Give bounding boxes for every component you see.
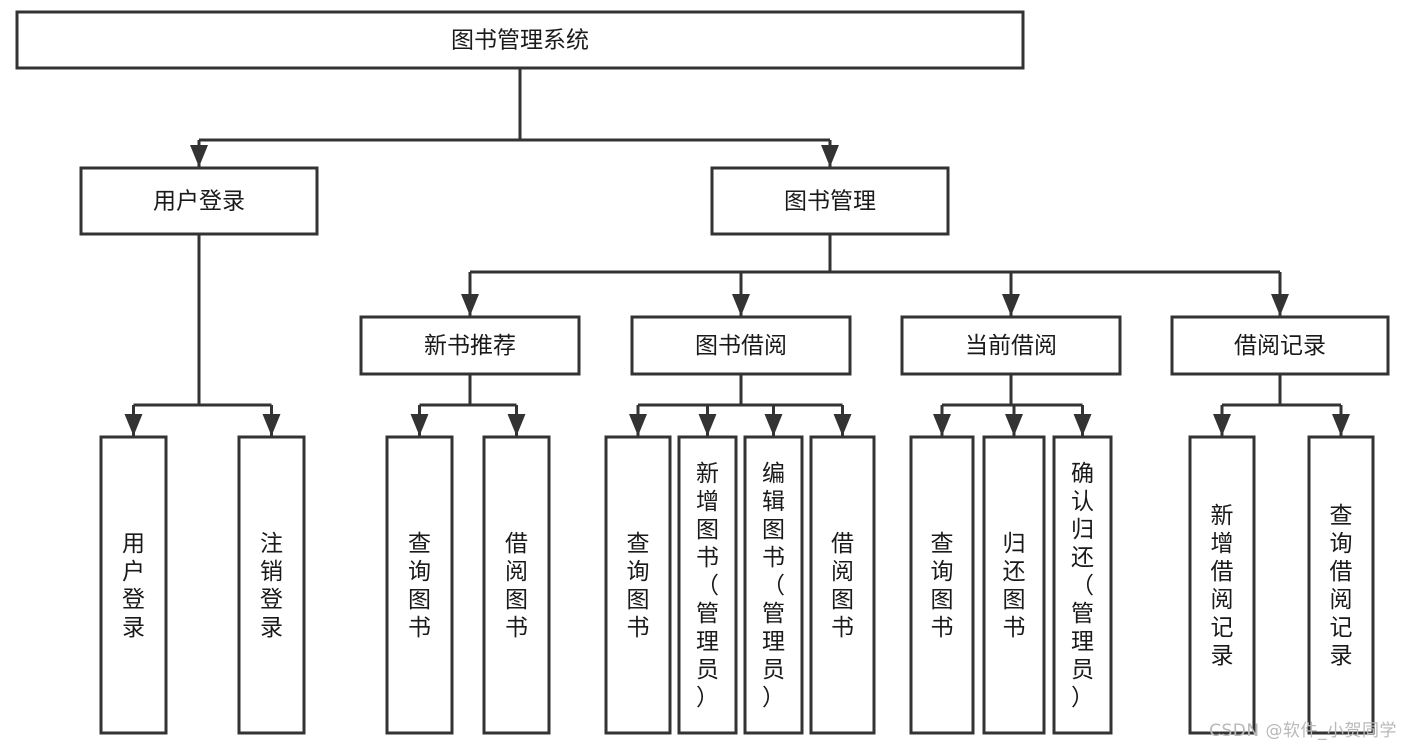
arrow-head-icon bbox=[1271, 294, 1289, 316]
node-leaf-12[interactable]: 查询借阅记录 bbox=[1307, 435, 1375, 735]
node-box[interactable] bbox=[900, 315, 1122, 376]
arrow-head-icon bbox=[732, 294, 750, 316]
node-label: 用户登录 bbox=[122, 531, 145, 641]
arrow-head-icon bbox=[410, 414, 429, 436]
arrow-head-icon bbox=[1213, 414, 1231, 436]
node-label: 查询图书 bbox=[408, 531, 431, 641]
node-leaf-4[interactable]: 查询图书 bbox=[604, 435, 672, 735]
node-level2-2[interactable]: 当前借阅 bbox=[900, 315, 1122, 376]
csdn-watermark: CSDN @软件_小贺同学 bbox=[1209, 721, 1397, 741]
arrow-head-icon bbox=[124, 414, 143, 436]
node-label: 用户登录 bbox=[153, 189, 245, 215]
node-box[interactable] bbox=[909, 435, 975, 735]
node-box[interactable] bbox=[385, 435, 454, 735]
node-box[interactable] bbox=[982, 435, 1046, 735]
node-label: 编辑图书（管理员） bbox=[762, 461, 785, 711]
node-leaf-9[interactable]: 归还图书 bbox=[982, 435, 1046, 735]
node-leaf-6[interactable]: 编辑图书（管理员） bbox=[743, 435, 804, 735]
node-box[interactable] bbox=[79, 166, 319, 236]
node-leaf-7[interactable]: 借阅图书 bbox=[809, 435, 876, 735]
node-label: 确认归还（管理员） bbox=[1071, 461, 1094, 711]
node-leaf-1[interactable]: 注销登录 bbox=[237, 435, 306, 735]
node-box[interactable] bbox=[1170, 315, 1390, 376]
node-box[interactable] bbox=[1052, 435, 1113, 735]
node-leaf-8[interactable]: 查询图书 bbox=[909, 435, 975, 735]
node-layer: 图书管理系统用户登录图书管理新书推荐图书借阅当前借阅借阅记录用户登录注销登录查询… bbox=[15, 10, 1390, 735]
node-root-system[interactable]: 图书管理系统 bbox=[15, 10, 1025, 70]
node-label: 借阅记录 bbox=[1234, 333, 1326, 359]
arrow-head-icon bbox=[1332, 414, 1350, 436]
arrow-head-icon bbox=[262, 414, 281, 436]
node-label: 注销登录 bbox=[260, 531, 283, 641]
node-label: 查询图书 bbox=[627, 531, 650, 641]
node-box[interactable] bbox=[1307, 435, 1375, 735]
arrow-head-icon bbox=[833, 414, 852, 436]
node-box[interactable] bbox=[710, 166, 950, 236]
node-label: 查询图书 bbox=[931, 531, 954, 641]
node-level1-0[interactable]: 用户登录 bbox=[79, 166, 319, 236]
node-box[interactable] bbox=[359, 315, 581, 376]
node-level2-1[interactable]: 图书借阅 bbox=[630, 315, 852, 376]
node-leaf-5[interactable]: 新增图书（管理员） bbox=[677, 435, 738, 735]
arrow-head-icon bbox=[821, 145, 839, 167]
connector-layer bbox=[124, 68, 1350, 436]
arrow-head-icon bbox=[1002, 294, 1020, 316]
node-box[interactable] bbox=[15, 10, 1025, 70]
node-leaf-0[interactable]: 用户登录 bbox=[99, 435, 168, 735]
node-label: 新增借阅记录 bbox=[1211, 503, 1234, 669]
node-box[interactable] bbox=[482, 435, 551, 735]
node-label: 图书管理系统 bbox=[451, 28, 589, 54]
node-label: 查询借阅记录 bbox=[1330, 503, 1353, 669]
arrow-head-icon bbox=[933, 414, 951, 436]
node-box[interactable] bbox=[237, 435, 306, 735]
arrow-head-icon bbox=[629, 414, 647, 436]
arrow-head-icon bbox=[698, 414, 717, 436]
node-level2-3[interactable]: 借阅记录 bbox=[1170, 315, 1390, 376]
node-box[interactable] bbox=[809, 435, 876, 735]
node-label: 归还图书 bbox=[1003, 531, 1026, 641]
node-box[interactable] bbox=[743, 435, 804, 735]
node-box[interactable] bbox=[677, 435, 738, 735]
node-level1-1[interactable]: 图书管理 bbox=[710, 166, 950, 236]
node-leaf-10[interactable]: 确认归还（管理员） bbox=[1052, 435, 1113, 735]
node-leaf-3[interactable]: 借阅图书 bbox=[482, 435, 551, 735]
node-label: 当前借阅 bbox=[965, 333, 1057, 359]
arrow-head-icon bbox=[461, 294, 479, 316]
arrow-head-icon bbox=[507, 414, 526, 436]
arrow-head-icon bbox=[764, 414, 783, 436]
node-level2-0[interactable]: 新书推荐 bbox=[359, 315, 581, 376]
node-label: 借阅图书 bbox=[505, 531, 528, 641]
arrow-head-icon bbox=[190, 145, 208, 167]
node-box[interactable] bbox=[630, 315, 852, 376]
node-label: 图书借阅 bbox=[695, 333, 787, 359]
node-label: 新增图书（管理员） bbox=[696, 461, 719, 711]
node-label: 借阅图书 bbox=[831, 531, 854, 641]
node-label: 图书管理 bbox=[784, 189, 876, 215]
arrow-head-icon bbox=[1073, 414, 1092, 436]
node-box[interactable] bbox=[99, 435, 168, 735]
node-leaf-2[interactable]: 查询图书 bbox=[385, 435, 454, 735]
node-box[interactable] bbox=[604, 435, 672, 735]
node-label: 新书推荐 bbox=[424, 333, 516, 359]
node-leaf-11[interactable]: 新增借阅记录 bbox=[1188, 435, 1256, 735]
node-box[interactable] bbox=[1188, 435, 1256, 735]
arrow-head-icon bbox=[1005, 414, 1023, 436]
